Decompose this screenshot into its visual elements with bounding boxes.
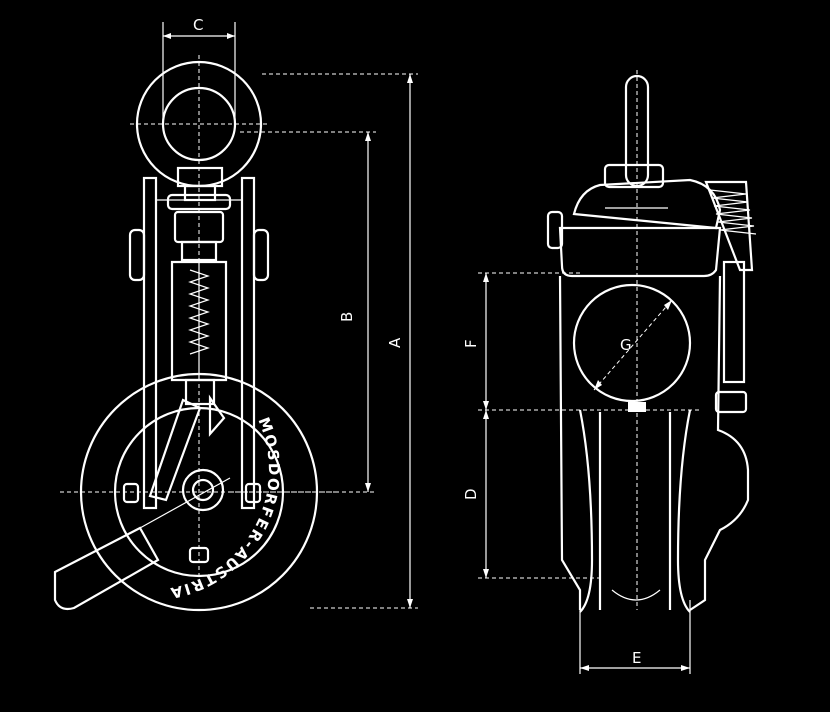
- dim-label-c: C: [193, 16, 203, 34]
- dimension-f: F: [462, 272, 700, 411]
- dimension-a: A: [262, 73, 418, 609]
- dimension-e: E: [579, 600, 691, 674]
- dim-label-b: B: [338, 312, 356, 322]
- dimension-c: C: [162, 16, 236, 120]
- handle: [53, 526, 160, 611]
- dim-label-d: D: [462, 488, 480, 500]
- dimension-d: D: [462, 410, 600, 579]
- dim-label-g: G: [620, 336, 632, 354]
- dim-label-a: A: [386, 337, 404, 348]
- dim-label-e: E: [632, 649, 641, 667]
- side-view: G: [546, 70, 757, 613]
- dim-label-f: F: [462, 339, 480, 348]
- front-view: MOSDORFER-AUSTRIA: [53, 55, 340, 612]
- axle: [181, 468, 225, 512]
- axle-circle-g: [572, 283, 692, 403]
- dimension-b: B: [230, 131, 376, 493]
